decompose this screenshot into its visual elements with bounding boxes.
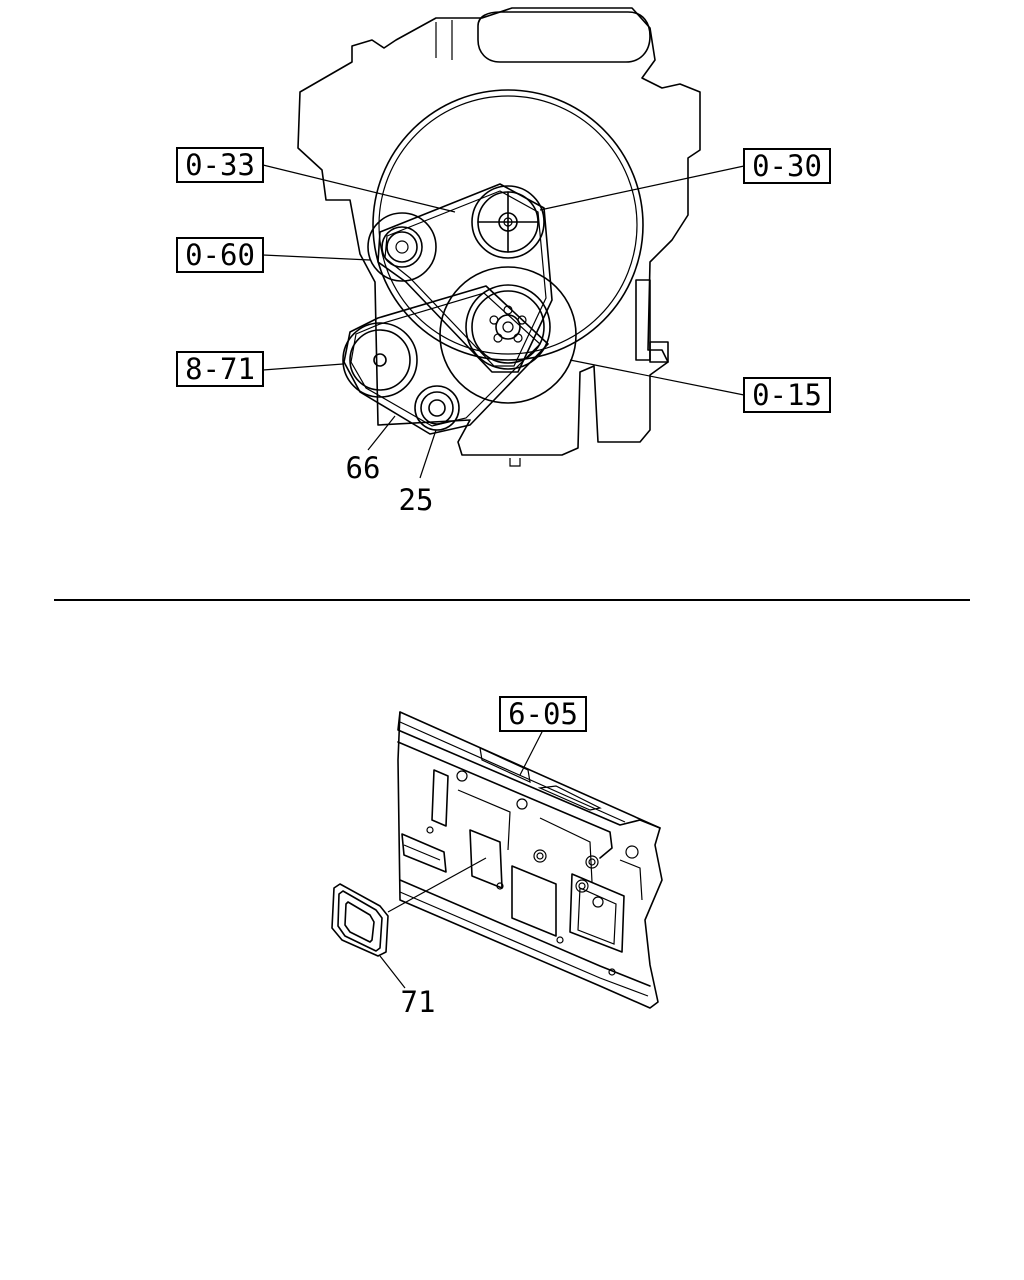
leader-6-05 xyxy=(519,729,544,776)
leader-66 xyxy=(367,415,396,451)
boss xyxy=(649,341,669,363)
opening-right xyxy=(569,873,625,953)
callout-8-71-text: 8-71 xyxy=(185,352,255,386)
leader-0-15 xyxy=(569,359,745,396)
fan-shroud xyxy=(372,89,644,361)
callout-0-60-text: 0-60 xyxy=(185,238,255,272)
bracket xyxy=(635,279,651,361)
callout-8-71: 8-71 xyxy=(176,351,264,387)
part-number-66: 66 xyxy=(346,451,381,485)
crank-damper xyxy=(439,266,577,404)
bolt-hole xyxy=(575,879,589,893)
crankshaft-pulley xyxy=(465,284,551,370)
idler-pulley xyxy=(414,385,460,431)
callout-0-33: 0-33 xyxy=(176,147,264,183)
leader-71-to-panel xyxy=(387,857,487,913)
callout-6-05-text: 6-05 xyxy=(508,697,578,731)
top-housing xyxy=(477,11,651,63)
callout-0-30-text: 0-30 xyxy=(752,149,822,183)
callout-0-33-text: 0-33 xyxy=(185,148,255,182)
opening-lower xyxy=(511,865,557,937)
part-number-71: 71 xyxy=(401,985,436,1019)
callout-0-30: 0-30 xyxy=(743,148,831,184)
part-number-25: 25 xyxy=(399,483,434,517)
leader-71 xyxy=(379,955,406,989)
bolt-hole xyxy=(592,896,604,908)
water-pump-pulley xyxy=(471,185,545,259)
callout-6-05: 6-05 xyxy=(499,696,587,732)
panel-outline xyxy=(397,711,663,1009)
engine-front-view: 0-33 0-30 0-60 8-71 0-15 66 25 xyxy=(176,7,831,517)
bolt-hole xyxy=(456,770,468,782)
leader-0-30 xyxy=(539,165,745,211)
leader-0-33 xyxy=(262,164,456,213)
leader-8-71 xyxy=(262,363,344,371)
alternator-pulley xyxy=(342,322,418,398)
leader-25 xyxy=(419,429,437,479)
callout-0-15-text: 0-15 xyxy=(752,378,822,412)
bolt-hole xyxy=(533,849,547,863)
opening-left xyxy=(401,833,447,873)
leader-0-60 xyxy=(262,254,371,261)
fan-belt xyxy=(377,183,553,373)
tension-pulley xyxy=(367,212,437,282)
bolt-hole xyxy=(625,845,639,859)
bolt-hole xyxy=(516,798,528,810)
gasket xyxy=(331,883,389,957)
bolt-hole xyxy=(585,855,599,869)
alternator-belt xyxy=(343,285,549,435)
callout-0-15: 0-15 xyxy=(743,377,831,413)
opening-center xyxy=(469,829,503,889)
callout-0-60: 0-60 xyxy=(176,237,264,273)
front-panel-view: 6-05 71 xyxy=(331,696,663,1019)
